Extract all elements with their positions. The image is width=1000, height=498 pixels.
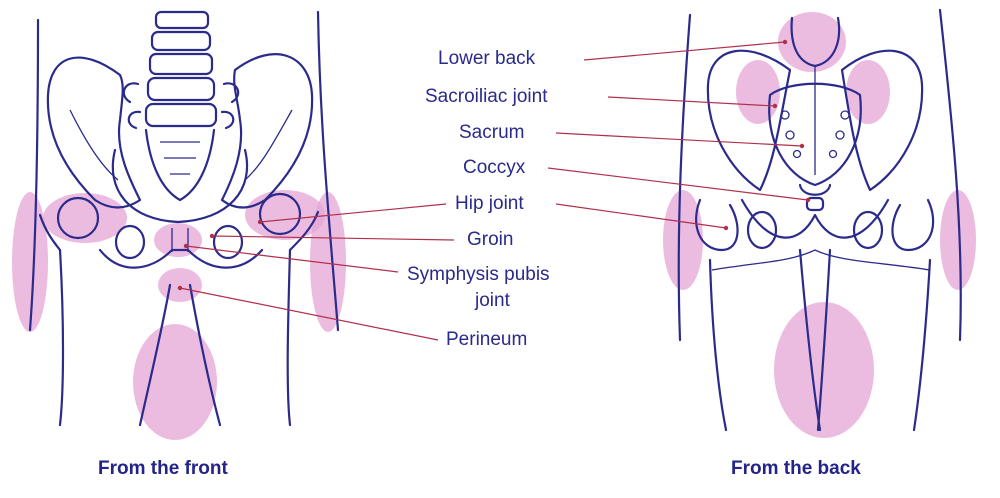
label-symphysis-pubis: Symphysis pubis [407,264,550,285]
pain-area-buttocks [774,302,874,438]
leader-lower-back [583,41,786,61]
pain-area-back-right-hip [940,190,976,290]
front-pain-areas [12,190,346,440]
leader-perineum [179,287,439,341]
back-view [663,8,976,438]
pain-area-right-thigh [310,192,346,332]
leader-groin [211,235,455,241]
leader-sacrum [555,132,803,147]
caption-back: From the back [731,458,861,479]
leader-coccyx [547,167,809,201]
pain-area-lower-back [778,12,846,72]
label-sacrum: Sacrum [459,122,525,143]
leader-hip-joint-back [555,203,727,229]
pain-area-left-thigh [12,192,48,332]
pain-area-groin [154,223,202,257]
caption-front: From the front [98,458,228,479]
label-coccyx: Coccyx [463,157,526,178]
leader-sacroiliac [607,96,776,107]
pain-area-back-left-hip [663,190,703,290]
back-pain-areas [663,12,976,438]
front-view [12,10,346,440]
front-spine [122,10,240,130]
leader-symphysis [185,245,399,273]
label-sacroiliac-joint: Sacroiliac joint [425,86,548,107]
label-lower-back: Lower back [438,48,536,69]
label-hip-joint: Hip joint [455,193,524,214]
label-perineum: Perineum [446,329,528,350]
pain-area-right-sacroiliac [846,60,890,124]
pain-area-inner-thighs [133,324,217,440]
leader-lines [179,41,809,341]
pain-area-left-hip [43,193,127,243]
leader-hip-joint-front [259,203,447,223]
label-symphysis-joint: joint [475,290,510,311]
pain-area-perineum [158,268,202,302]
label-groin: Groin [467,229,514,250]
